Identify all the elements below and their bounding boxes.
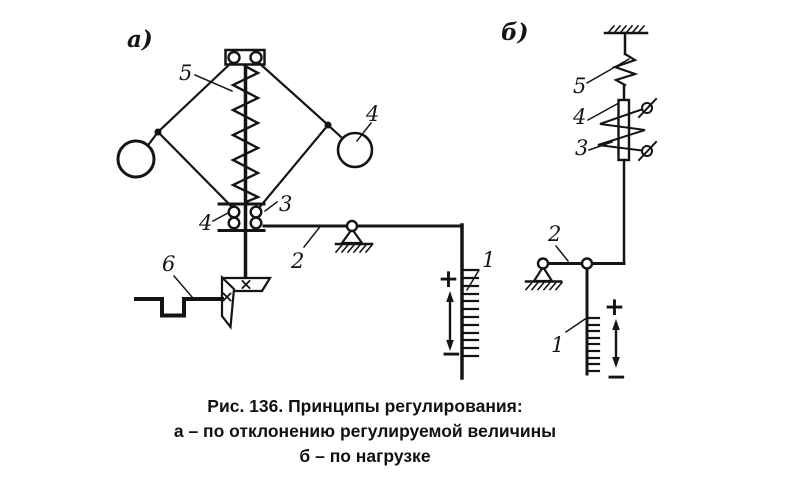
right-arm-joint: [324, 121, 332, 129]
travel-arrow-head-down: [446, 340, 454, 351]
leader-line: [194, 74, 233, 92]
caption-subline-b: б – по нагрузке: [299, 446, 431, 466]
leader-line: [211, 211, 230, 223]
figure-caption: Рис. 136. Принципы регулирования: а – по…: [0, 394, 730, 469]
label-drive-shaft: 6: [162, 252, 175, 276]
governor-spring: [230, 64, 261, 204]
pivot-ground-hatch: [524, 281, 564, 291]
travel-arrow-head-down: [612, 357, 620, 368]
solenoid-coil: [597, 106, 648, 153]
left-lower-arm: [156, 130, 234, 209]
sleeve-roller: [227, 205, 241, 219]
right-lower-arm: [257, 123, 330, 210]
right-upper-arm: [256, 60, 330, 127]
crossbar-right-roller: [249, 50, 263, 65]
label-sleeve-roller-left: 4: [198, 211, 212, 235]
leader-line: [586, 102, 619, 122]
minus-sign: −: [441, 339, 462, 368]
left-flyball: [116, 139, 156, 179]
crossbar-left-roller: [227, 50, 241, 65]
label-sleeve-roller-top: 3: [279, 192, 292, 216]
label-rack: 1: [551, 333, 564, 357]
sleeve-roller: [249, 216, 263, 230]
label-lever: 2: [290, 249, 304, 273]
label-core: 4: [572, 105, 586, 129]
right-flyball: [336, 131, 374, 169]
diagram-a-title: а): [127, 26, 153, 53]
leader-line: [564, 317, 587, 334]
diagram-b: б): [501, 19, 658, 391]
caption-title: Рис. 136. Принципы регулирования:: [207, 396, 523, 416]
leader-line: [585, 57, 631, 85]
leader-line: [588, 141, 613, 151]
support-hatch: [606, 24, 646, 35]
left-upper-arm: [156, 60, 234, 134]
label-spring: 5: [573, 74, 586, 98]
leader-line: [302, 226, 321, 249]
sleeve-roller: [227, 216, 241, 230]
label-link: 2: [547, 222, 561, 246]
load-spring: [611, 52, 639, 87]
diagram-a: а): [116, 26, 495, 380]
sleeve-roller: [249, 205, 263, 219]
gear-x-mark: [222, 292, 232, 302]
label-ball: 4: [365, 102, 379, 126]
link-pin: [580, 257, 594, 270]
travel-arrow-head-up: [446, 291, 454, 302]
rack-teeth: [461, 268, 480, 358]
terminal-slash: [637, 97, 658, 119]
pivot-pin: [536, 257, 550, 270]
label-spring: 5: [179, 61, 192, 85]
plus-sign: +: [438, 264, 459, 293]
terminal-slash: [637, 140, 658, 162]
diagram-b-title: б): [501, 19, 529, 46]
label-rack: 1: [482, 248, 495, 272]
gear-x-mark: [241, 279, 251, 290]
leader-line: [355, 121, 373, 143]
label-coil: 3: [575, 136, 588, 160]
drive-shaft-crank: [134, 297, 224, 318]
plus-sign: +: [604, 292, 625, 321]
caption-subline-a: а – по отклонению регулируемой величины: [173, 421, 557, 441]
leader-line: [172, 274, 194, 299]
solenoid-core: [617, 98, 631, 162]
leader-line: [465, 268, 481, 292]
leader-line: [263, 200, 279, 213]
bevel-gear-vertical: [220, 274, 236, 330]
travel-arrow-head-up: [612, 319, 620, 330]
pivot-pin: [345, 219, 359, 233]
minus-sign: −: [606, 362, 627, 391]
leader-line: [554, 244, 570, 263]
pivot-ground-hatch: [334, 243, 374, 254]
rack-teeth: [586, 316, 601, 373]
left-arm-joint: [154, 128, 162, 136]
